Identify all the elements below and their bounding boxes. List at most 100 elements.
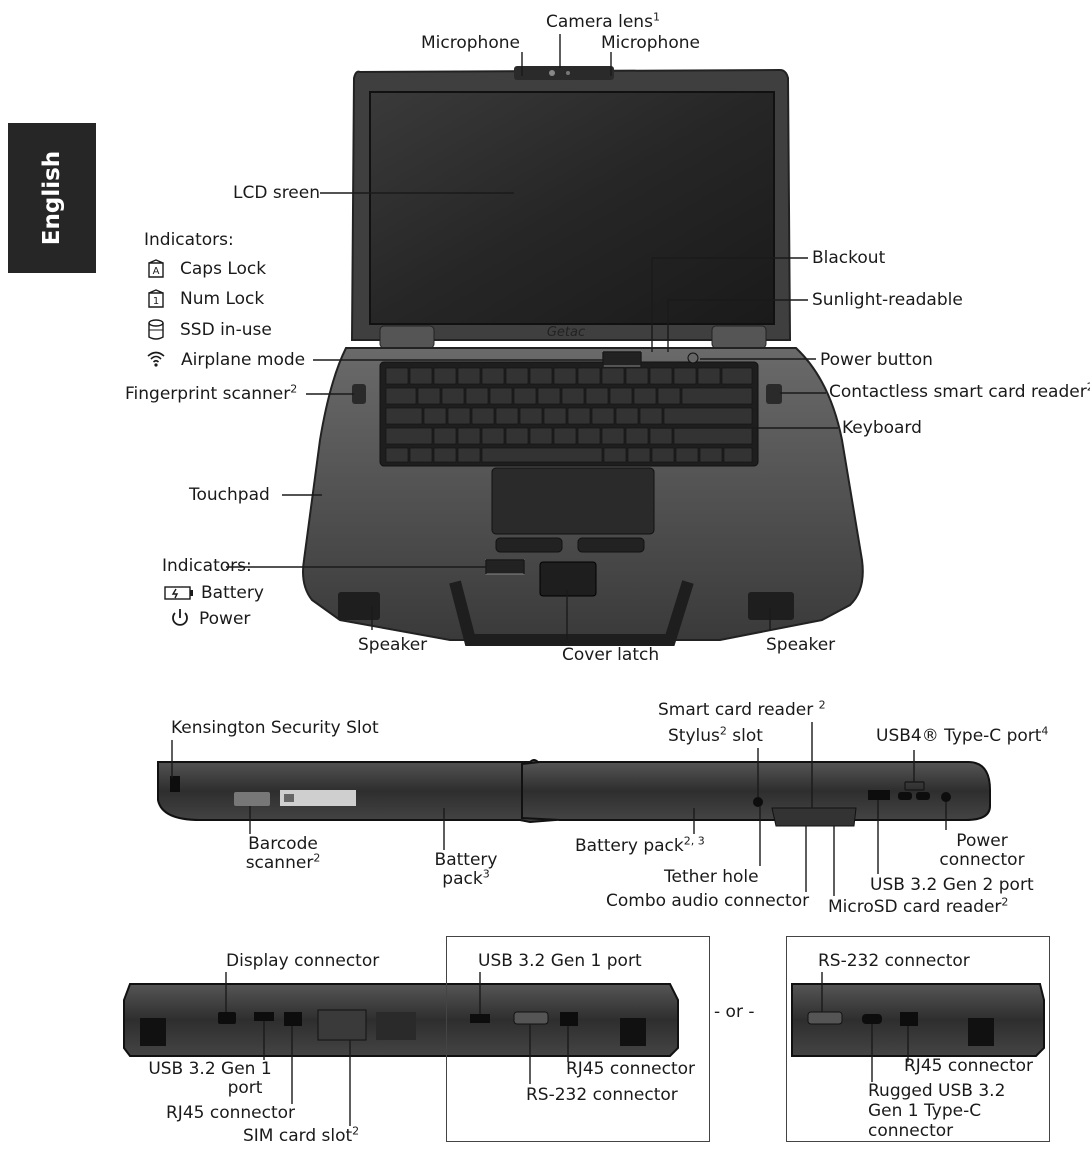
label-contactless-reader: Contactless smart card reader2: [829, 381, 1090, 402]
num-lock-icon: 1: [148, 289, 164, 308]
sim-slot-door: [317, 1009, 367, 1041]
label-power-button: Power button: [820, 350, 933, 370]
rs232-shape-opt: [513, 1011, 549, 1025]
ssd-icon: [148, 319, 164, 340]
label-sunlight-readable: Sunlight-readable: [812, 290, 963, 310]
laptop-rear-option-illustration: [791, 983, 1045, 1057]
svg-text:1: 1: [153, 296, 159, 307]
option-a-frame: [446, 936, 710, 1142]
touchpad-left-button: [495, 537, 563, 553]
label-usb-gen1-option-a: USB 3.2 Gen 1 port: [478, 951, 642, 971]
label-tether-hole: Tether hole: [664, 867, 759, 887]
usb-gen2-port-shape: [868, 790, 890, 800]
speaker-right-grille: [748, 592, 794, 620]
leader-lines: [171, 34, 947, 1126]
label-stylus-slot: Stylus2 slot: [668, 724, 763, 746]
label-microphone-right: Microphone: [601, 33, 700, 53]
speaker-left-grille: [338, 592, 380, 620]
vent-area: [376, 1012, 416, 1040]
label-smart-card-reader: Smart card reader 2: [658, 698, 826, 720]
hinge-right: [711, 325, 767, 349]
display-connector-shape: [218, 1012, 236, 1024]
fingerprint-pad: [352, 384, 366, 404]
caps-lock-icon: A: [148, 259, 164, 278]
label-power-connector: Power connector: [939, 831, 1025, 870]
warning-label: [280, 790, 356, 806]
lcd-screen-area: [369, 91, 775, 325]
label-usb32-gen2: USB 3.2 Gen 2 port: [870, 875, 1034, 895]
or-label: - or -: [714, 1002, 755, 1022]
rs232-shape-alt: [807, 1011, 843, 1025]
label-sim-slot: SIM card slot2: [243, 1124, 360, 1146]
cover-latch-shape: [539, 561, 597, 597]
label-indicators-title: Indicators:: [144, 230, 234, 250]
label-rs232-option-b: RS-232 connector: [818, 951, 970, 971]
label-battery-pack-right: Battery pack2, 3: [575, 834, 705, 856]
brand-logo: Getac: [547, 325, 585, 340]
language-tab: English: [8, 123, 96, 273]
rj45-shape-rear: [284, 1012, 302, 1026]
label-combo-audio: Combo audio connector: [606, 891, 810, 911]
battery-icon: [164, 586, 193, 600]
label-usb4-port: USB4® Type-C port4: [876, 724, 1049, 746]
barcode-scanner-window: [234, 792, 270, 806]
hinge-left: [379, 325, 435, 349]
keyboard-keys: [385, 367, 753, 463]
label-rugged-usb-c: Rugged USB 3.2 Gen 1 Type-C connector: [868, 1081, 1006, 1141]
label-display-connector: Display connector: [226, 951, 380, 971]
smart-card-bay: [771, 807, 857, 827]
airplane-mode-icon: [147, 351, 165, 367]
label-indicators-title-2: Indicators:: [162, 556, 252, 576]
option-b-frame: [786, 936, 1050, 1142]
power-button-shape: [687, 352, 699, 364]
camera-lens-dot: [549, 70, 555, 76]
label-battery: Battery: [201, 583, 264, 603]
label-rj45-option-a: RJ45 connector: [566, 1059, 696, 1079]
rugged-usb-c-shape: [862, 1014, 882, 1024]
label-blackout: Blackout: [812, 248, 886, 268]
label-num-lock: Num Lock: [180, 289, 265, 309]
front-indicator-leds: [485, 559, 525, 575]
label-microphone-left: Microphone: [421, 33, 520, 53]
label-keyboard: Keyboard: [842, 418, 922, 438]
usb4-port-shape-2: [916, 792, 930, 800]
label-power: Power: [199, 609, 251, 629]
label-airplane-mode: Airplane mode: [181, 350, 306, 370]
usb-gen1-port-shape-opt: [470, 1014, 490, 1023]
rj45-shape-opt: [560, 1012, 578, 1026]
label-caps-lock: Caps Lock: [180, 259, 267, 279]
label-kensington: Kensington Security Slot: [171, 718, 379, 738]
label-speaker-right: Speaker: [766, 635, 836, 655]
label-camera-lens: Camera lens1: [546, 10, 660, 32]
label-speaker-left: Speaker: [358, 635, 428, 655]
laptop-right-side-illustration: [521, 761, 991, 827]
usb-gen1-port-shape-rear: [254, 1012, 274, 1021]
label-barcode-scanner: Barcode scanner2: [245, 834, 321, 873]
camera-module: [514, 66, 614, 80]
svg-text:A: A: [153, 266, 160, 277]
power-connector-shape: [941, 792, 951, 802]
carry-handle: [449, 580, 694, 646]
label-touchpad: Touchpad: [189, 485, 270, 505]
laptop-front-illustration: [302, 66, 864, 646]
rj45-shape-alt: [900, 1012, 918, 1026]
power-icon: [172, 609, 188, 626]
label-rj45-option-b: RJ45 connector: [904, 1056, 1034, 1076]
contactless-pad: [766, 384, 782, 404]
laptop-rear-illustration: [123, 983, 679, 1057]
laptop-left-side-illustration: [157, 759, 557, 824]
usb4-port-shape-1: [898, 792, 912, 800]
indicator-led-bar: [602, 351, 642, 367]
stylus-slot-shape: [753, 797, 763, 807]
label-rs232-option-a: RS-232 connector: [526, 1085, 678, 1105]
touchpad-right-button: [577, 537, 645, 553]
label-usb-gen1-rear: USB 3.2 Gen 1 port: [148, 1059, 272, 1098]
label-lcd-screen: LCD sreen: [233, 183, 321, 203]
label-rj45-rear: RJ45 connector: [166, 1103, 296, 1123]
label-ssd-in-use: SSD in-use: [180, 320, 272, 340]
label-microsd: MicroSD card reader2: [828, 895, 1009, 917]
touchpad-area: [491, 467, 655, 535]
label-cover-latch: Cover latch: [562, 645, 660, 665]
